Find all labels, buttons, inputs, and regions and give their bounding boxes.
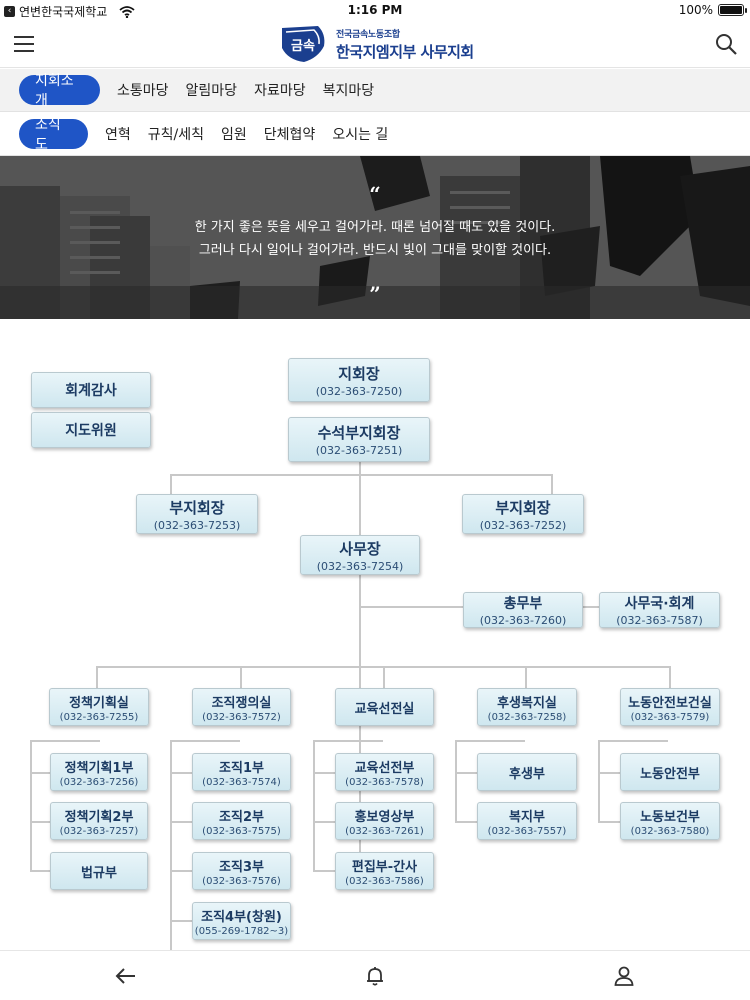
org-box-legal[interactable]: 법규부 [50,852,148,890]
wifi-icon [119,5,135,18]
org-box-policy-office[interactable]: 정책기획실 (032-363-7255) [49,688,149,726]
logo-title: 한국지엠지부 사무지회 [336,42,474,61]
svg-text:금속: 금속 [291,39,315,54]
org-box-policy-2[interactable]: 정책기획2부 (032-363-7257) [50,802,148,840]
open-quote-mark: “ [369,182,381,206]
site-logo[interactable]: 금속 전국금속노동조합 한국지엠지부 사무지회 [278,24,474,64]
tab-notices[interactable]: 알림마당 [185,83,238,99]
org-chart: 회계감사 지도위원 지회장 (032-363-7250) 수석부지회장 (032… [0,320,750,950]
org-box-organizing-office[interactable]: 조직쟁의실 (032-363-7572) [192,688,291,726]
tab-welfare[interactable]: 복지마당 [322,83,375,99]
quote-line-1: 한 가지 좋은 뜻을 세우고 걸어가라. 때론 넘어질 때도 있을 것이다. [194,220,556,235]
back-arrow-icon[interactable] [114,964,138,988]
clock: 1:16 PM [347,3,403,17]
org-box-organizing-2[interactable]: 조직2부 (032-363-7575) [192,802,291,840]
status-bar: ‹ 연변한국국제학교 1:16 PM 100% [0,0,750,22]
org-box-education-office[interactable]: 교육선전실 [335,688,434,726]
hamburger-menu-icon[interactable] [14,36,34,52]
tab-communication[interactable]: 소통마당 [117,83,169,99]
org-box-secretary-general[interactable]: 사무장 (032-363-7254) [300,535,420,575]
org-box-editing-dept[interactable]: 편집부-간사 (032-363-7586) [335,852,434,890]
org-box-safety-dept[interactable]: 노동안전부 [620,753,720,791]
search-icon[interactable] [714,32,738,56]
org-box-general-affairs[interactable]: 총무부 (032-363-7260) [463,592,583,628]
battery-icon [718,4,747,16]
org-box-auditor[interactable]: 회계감사 [31,372,151,408]
banner-photo [0,156,750,319]
org-box-president[interactable]: 지회장 (032-363-7250) [288,358,430,402]
back-app-label: 연변한국국제학교 [19,5,108,19]
tab-intro[interactable]: 지회소개 [19,73,100,109]
org-box-benefits-dept[interactable]: 후생부 [477,753,577,791]
org-box-advisor[interactable]: 지도위원 [31,412,151,448]
primary-nav: 지회소개 소통마당 알림마당 자료마당 복지마당 [0,69,750,112]
org-box-welfare-dept[interactable]: 복지부 (032-363-7557) [477,802,577,840]
union-logo-mark: 금속 [282,26,325,62]
bell-icon[interactable] [363,964,387,988]
org-box-organizing-1[interactable]: 조직1부 (032-363-7574) [192,753,291,791]
org-box-office-accounting[interactable]: 사무국·회계 (032-363-7587) [599,592,720,628]
org-box-vp-left[interactable]: 부지회장 (032-363-7253) [136,494,258,534]
org-box-safety-office[interactable]: 노동안전보건실 (032-363-7579) [620,688,720,726]
org-box-organizing-4[interactable]: 조직4부(창원) (055-269-1782~3) [192,902,291,940]
subtab-directions[interactable]: 오시는 길 [332,126,389,143]
user-icon[interactable] [612,964,636,988]
back-app-icon: ‹ [4,6,15,17]
bottom-toolbar [0,950,750,1000]
org-box-health-dept[interactable]: 노동보건부 (032-363-7580) [620,802,720,840]
subtab-org-chart[interactable]: 조직도 [19,117,88,153]
close-quote-mark: ” [369,282,381,306]
org-box-organizing-3[interactable]: 조직3부 (032-363-7576) [192,852,291,890]
logo-subtitle: 전국금속노동조합 [336,29,400,40]
subtab-history[interactable]: 연혁 [105,126,131,143]
org-box-policy-1[interactable]: 정책기획1부 (032-363-7256) [50,753,148,791]
quote-line-2: 그러나 다시 일어나 걸어가라. 반드시 빛이 그대를 맞이할 것이다. [198,243,552,258]
org-box-education-dept[interactable]: 교육선전부 (032-363-7578) [335,753,434,791]
secondary-nav: 조직도 연혁 규칙/세칙 임원 단체협약 오시는 길 [0,112,750,156]
tab-resources[interactable]: 자료마당 [254,83,306,99]
subtab-rules[interactable]: 규칙/세칙 [147,126,205,143]
app-header: 금속 전국금속노동조합 한국지엠지부 사무지회 [0,22,750,68]
quote-banner: “ 한 가지 좋은 뜻을 세우고 걸어가라. 때론 넘어질 때도 있을 것이다.… [0,156,750,319]
subtab-agreement[interactable]: 단체협약 [263,126,316,143]
back-to-app[interactable]: ‹ 연변한국국제학교 [4,3,135,20]
subtab-officers[interactable]: 임원 [221,126,247,143]
org-box-vp-right[interactable]: 부지회장 (032-363-7252) [462,494,584,534]
org-box-welfare-office[interactable]: 후생복지실 (032-363-7258) [477,688,577,726]
org-box-senior-vp[interactable]: 수석부지회장 (032-363-7251) [288,417,430,462]
org-box-media-dept[interactable]: 홍보영상부 (032-363-7261) [335,802,434,840]
battery-percent: 100% [678,3,713,17]
